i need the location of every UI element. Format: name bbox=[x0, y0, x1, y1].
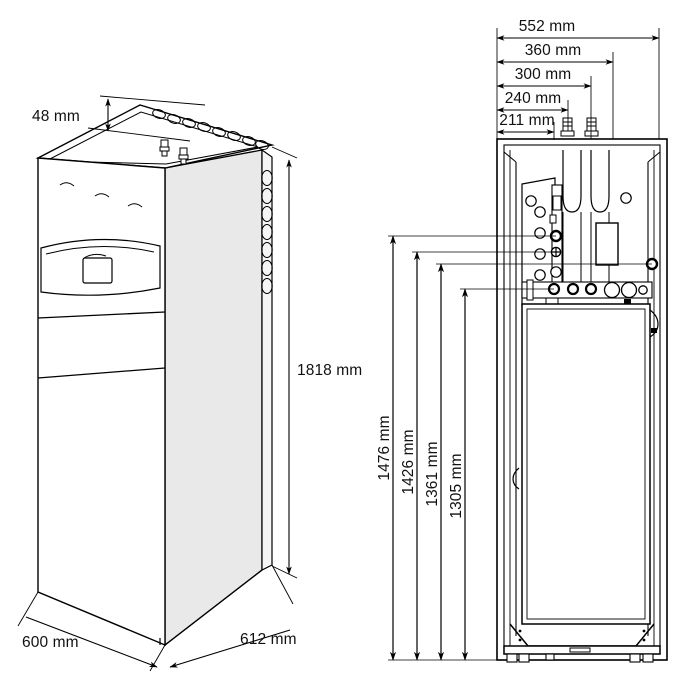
control-display-bezel bbox=[83, 253, 107, 259]
valve-block bbox=[595, 222, 619, 266]
adjustable-feet bbox=[506, 653, 654, 663]
dimension-1476mm: 1476 mm bbox=[376, 235, 397, 661]
dim600-ext-left bbox=[17, 591, 39, 627]
cabinet-side-rails-outer bbox=[509, 150, 655, 650]
dimension-label-300mm: 300 mm bbox=[515, 66, 572, 83]
manifold-label-tag bbox=[624, 299, 631, 304]
iso-control-panel bbox=[40, 238, 161, 296]
control-display-screen bbox=[82, 257, 113, 284]
module-terminal-block-1 bbox=[552, 195, 562, 211]
dimension-label-600mm: 600 mm bbox=[22, 634, 79, 651]
sensor-port bbox=[620, 192, 632, 204]
dimension-360mm: 360 mm bbox=[496, 42, 614, 65]
dimension-1305mm: 1305 mm bbox=[448, 288, 469, 661]
pipe-connector-left bbox=[159, 139, 170, 157]
dimension-label-1361mm: 1361 mm bbox=[424, 441, 441, 506]
foot-4 bbox=[629, 653, 641, 663]
foot-1 bbox=[506, 653, 518, 663]
base-centre-bracket bbox=[569, 647, 591, 653]
iso-side-vent-slots bbox=[261, 170, 273, 294]
control-panel-highlight bbox=[45, 245, 155, 255]
manifold-ports bbox=[547, 282, 598, 296]
hydraulic-manifold bbox=[521, 279, 653, 304]
iso-panel-latches bbox=[59, 182, 143, 208]
dimension-label-211mm: 211 mm bbox=[499, 112, 554, 129]
base-frame bbox=[503, 623, 661, 663]
dim1818-ext-top bbox=[271, 146, 298, 159]
dim48-ext-bottom bbox=[87, 127, 191, 142]
iso-panel-seam-lower bbox=[37, 367, 166, 379]
iso-top-pipe-connectors bbox=[159, 139, 189, 165]
top-connector-b bbox=[584, 117, 599, 137]
dimension-1426mm: 1426 mm bbox=[400, 251, 421, 661]
dim48-ext-top bbox=[99, 95, 206, 106]
iso-top-vent-slots bbox=[152, 109, 269, 150]
vertical-leader-lines bbox=[388, 235, 652, 290]
front-section-view: 552 mm 360 mm 300 mm 240 mm 211 mm bbox=[376, 18, 668, 663]
dimension-600mm: 600 mm bbox=[17, 591, 166, 672]
foot-5 bbox=[642, 653, 654, 663]
tank-fitting-tag bbox=[651, 328, 657, 333]
section-top-connectors bbox=[560, 117, 599, 137]
internal-pipework bbox=[562, 150, 610, 290]
iso-panel-seam bbox=[37, 311, 166, 319]
horizontal-dimension-stack: 552 mm 360 mm 300 mm 240 mm 211 mm bbox=[496, 18, 660, 140]
dimension-1361mm: 1361 mm bbox=[424, 263, 445, 661]
dimension-240mm: 240 mm bbox=[496, 90, 569, 113]
isometric-view: 48 mm 1818 mm 600 mm 612 mm bbox=[17, 95, 362, 672]
foot-3 bbox=[545, 653, 555, 661]
pipe-downcomers bbox=[562, 212, 610, 290]
dimension-label-240mm: 240 mm bbox=[505, 90, 562, 107]
dimension-label-48mm: 48 mm bbox=[32, 108, 80, 125]
tank-side-fitting bbox=[649, 309, 659, 338]
pipe-loop-right bbox=[590, 150, 610, 213]
iso-front-face bbox=[37, 157, 166, 647]
storage-tank-body bbox=[521, 303, 651, 625]
dimension-label-612mm: 612 mm bbox=[240, 631, 297, 648]
module-terminal-block-2 bbox=[549, 214, 557, 224]
module-port-hole-6 bbox=[550, 266, 562, 278]
dimension-label-1818mm: 1818 mm bbox=[297, 362, 362, 379]
pipe-loop-left bbox=[562, 150, 582, 213]
dim612-arrow-line bbox=[169, 629, 291, 668]
storage-tank bbox=[512, 303, 659, 625]
dim612-ext-right bbox=[271, 564, 294, 605]
dimension-label-1305mm: 1305 mm bbox=[448, 453, 465, 518]
tank-left-fitting bbox=[512, 467, 520, 490]
vertical-dimension-stack: 1476 mm 1426 mm 1361 mm 1305 mm bbox=[376, 235, 652, 661]
pipe-connector-right bbox=[178, 147, 189, 165]
dimension-48mm: 48 mm bbox=[32, 95, 206, 142]
foot-2 bbox=[518, 653, 530, 663]
manifold-end-cap bbox=[526, 279, 534, 301]
storage-tank-inner bbox=[526, 308, 646, 620]
dimension-label-1476mm: 1476 mm bbox=[376, 415, 393, 480]
dimension-211mm: 211 mm bbox=[496, 112, 555, 135]
manifold-large-ports bbox=[603, 281, 648, 299]
dimension-300mm: 300 mm bbox=[496, 66, 592, 89]
iso-front-surface bbox=[37, 157, 166, 647]
dim600-arrow-line bbox=[25, 616, 158, 668]
iso-base-edges bbox=[159, 569, 263, 646]
dimension-label-1426mm: 1426 mm bbox=[400, 429, 417, 494]
dim1818-ext-bottom bbox=[271, 565, 298, 579]
dimension-label-360mm: 360 mm bbox=[525, 42, 582, 59]
base-bolt-marks bbox=[518, 629, 646, 642]
dimension-label-552mm: 552 mm bbox=[519, 18, 576, 35]
iso-right-side-panel bbox=[164, 148, 273, 647]
iso-side-face bbox=[164, 149, 263, 647]
iso-side-edge-strip bbox=[261, 148, 273, 571]
dimension-1818mm: 1818 mm bbox=[271, 146, 362, 579]
dimension-612mm: 612 mm bbox=[169, 564, 297, 668]
dimension-552mm: 552 mm bbox=[496, 18, 660, 41]
top-connector-a bbox=[560, 117, 575, 137]
